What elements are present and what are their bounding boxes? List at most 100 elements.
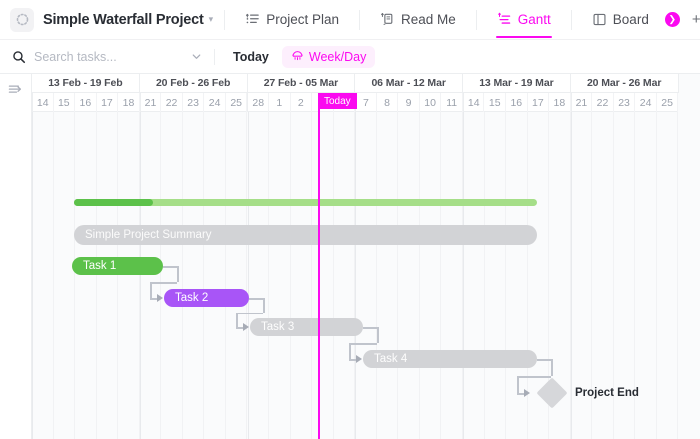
gantt-grid-column	[377, 112, 399, 439]
timeline-day-label: 21	[139, 93, 162, 112]
dependency-arrow-icon	[524, 389, 530, 397]
timeline-day-label: 14	[32, 93, 54, 112]
dependency-link	[236, 312, 263, 314]
gantt-grid-column	[528, 112, 550, 439]
gantt-grid-column	[139, 112, 162, 439]
gantt-grid-column	[420, 112, 442, 439]
gantt-grid-column	[506, 112, 528, 439]
search-box[interactable]	[12, 49, 184, 64]
gantt-grid-column	[204, 112, 226, 439]
task-bar-label: Task 3	[261, 321, 295, 333]
today-button[interactable]: Today	[233, 49, 269, 64]
tab-gantt[interactable]: Gantt	[488, 0, 560, 40]
task-list-gutter	[0, 74, 32, 439]
task-bar[interactable]: Task 3	[250, 318, 363, 336]
timeline-day-label: 25	[657, 93, 679, 112]
timeline-day-label: 25	[226, 93, 248, 112]
dependency-link	[249, 298, 263, 300]
board-icon	[593, 13, 606, 26]
gantt-grid-column	[334, 112, 356, 439]
dependency-link	[517, 376, 519, 393]
timeline-week-label: 13 Mar - 19 Mar	[463, 74, 571, 93]
toolbar-divider	[475, 9, 477, 30]
tab-label: Board	[612, 12, 649, 27]
task-bar[interactable]: Task 1	[72, 257, 163, 275]
gantt-grid-column	[54, 112, 76, 439]
timeline-day-label: 17	[528, 93, 550, 112]
timeline-day-label: 11	[441, 93, 463, 112]
tab-label: Gantt	[517, 12, 551, 27]
magnifier-icon	[13, 50, 26, 63]
gantt-grid-column	[657, 112, 679, 439]
tab-label: Read Me	[400, 12, 456, 27]
search-input[interactable]	[34, 49, 184, 64]
zoom-level-label: Week/Day	[308, 49, 367, 64]
gantt-grid-column	[635, 112, 657, 439]
collapse-panel-icon[interactable]	[8, 82, 23, 97]
progress-bar-track	[74, 199, 537, 206]
timeline-day-label: 23	[614, 93, 636, 112]
today-line	[318, 93, 320, 439]
toolbar-divider	[358, 9, 360, 30]
dependency-link	[517, 376, 551, 378]
task-bar[interactable]: Task 2	[164, 289, 249, 307]
dependency-link	[377, 327, 379, 343]
gantt-grid-column	[549, 112, 571, 439]
tab-label: Project Plan	[266, 12, 339, 27]
timeline-day-label: 16	[506, 93, 528, 112]
timeline-day-label: 22	[592, 93, 614, 112]
add-view-button[interactable]: + View	[692, 11, 700, 28]
project-title-caret[interactable]: ▾	[208, 14, 214, 24]
gantt-grid-column	[161, 112, 183, 439]
dependency-link	[537, 359, 551, 361]
gantt-grid-column	[291, 112, 313, 439]
dependency-link	[150, 282, 152, 298]
chevron-down-icon[interactable]	[190, 50, 203, 63]
top-bar: Simple Waterfall Project ▾ Project Plan	[0, 0, 700, 40]
summary-bar[interactable]: Simple Project Summary	[74, 225, 537, 245]
dependency-arrow-icon	[243, 323, 249, 331]
task-bar-label: Task 4	[374, 353, 408, 365]
timeline-week-label: 20 Mar - 26 Mar	[570, 74, 679, 93]
summary-bar-label: Simple Project Summary	[85, 229, 212, 241]
timeline-week-label: 27 Feb - 05 Mar	[247, 74, 356, 93]
dependency-link	[236, 327, 244, 329]
dependency-link	[363, 327, 377, 329]
plus-icon: +	[691, 11, 700, 28]
dependency-link	[349, 359, 357, 361]
gantt-grid-column	[75, 112, 97, 439]
tab-read-me[interactable]: Read Me	[371, 0, 465, 40]
task-bar[interactable]: Task 4	[363, 350, 537, 368]
project-avatar[interactable]	[10, 7, 34, 32]
task-bar-label: Task 2	[175, 292, 209, 304]
page-title: Simple Waterfall Project	[43, 11, 204, 28]
timeline-day-label: 18	[118, 93, 140, 112]
today-flag-label: Today	[318, 93, 357, 109]
tab-project-plan[interactable]: Project Plan	[236, 0, 348, 40]
dependency-arrow-icon	[356, 355, 362, 363]
gantt-toolbar: Today Week/Day	[0, 40, 700, 74]
gantt-grid-column	[592, 112, 614, 439]
timeline-day-label: 1	[269, 93, 291, 112]
gantt-grid-column	[312, 112, 334, 439]
gantt-grid	[32, 112, 700, 439]
gantt-grid-column	[398, 112, 420, 439]
doc-icon	[381, 12, 393, 25]
timeline-day-label: 23	[183, 93, 205, 112]
task-bar-label: Task 1	[83, 260, 117, 272]
zoom-level-button[interactable]: Week/Day	[281, 45, 376, 68]
more-views-icon[interactable]: ❯	[664, 12, 680, 27]
dependency-link	[349, 343, 351, 359]
timeline-day-label: 15	[54, 93, 76, 112]
tab-board[interactable]: Board	[583, 0, 658, 40]
gantt-grid-column	[570, 112, 593, 439]
gantt-grid-column	[226, 112, 248, 439]
dependency-link	[150, 298, 158, 300]
gantt-grid-column	[463, 112, 485, 439]
dotted-circle-icon	[16, 13, 28, 26]
dependency-link	[551, 359, 553, 376]
timeline-day-label: 7	[355, 93, 377, 112]
